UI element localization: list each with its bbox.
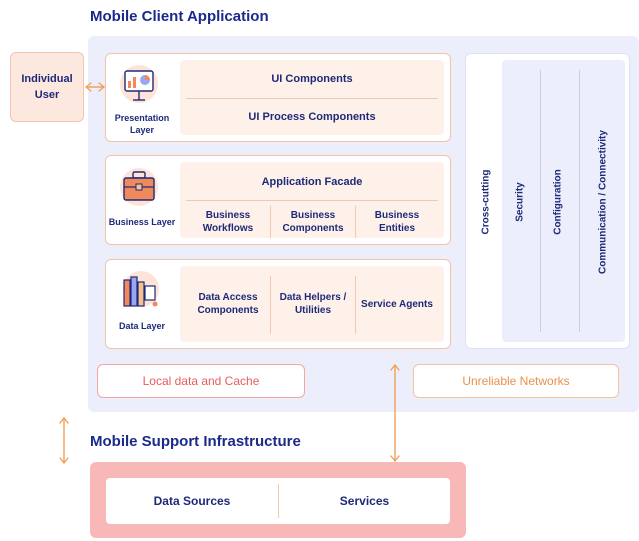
individual-user-box: Individual User xyxy=(10,52,84,122)
unreliable-networks-box: Unreliable Networks xyxy=(413,364,619,398)
infra-inner-box: Data Sources Services xyxy=(106,478,450,524)
divider xyxy=(186,200,438,201)
data-files-icon xyxy=(123,271,159,307)
data-components-area: Data Access Components Data Helpers / Ut… xyxy=(180,266,444,342)
business-layer-label: Business Layer xyxy=(108,217,176,227)
divider xyxy=(355,206,356,238)
briefcase-icon xyxy=(120,168,158,206)
application-facade-label: Application Facade xyxy=(261,176,363,188)
cross-cutting-box: Cross-cutting Security Configuration Com… xyxy=(465,53,630,349)
services-label: Services xyxy=(339,494,390,508)
local-data-cache-label: Local data and Cache xyxy=(142,374,260,388)
divider xyxy=(186,98,438,99)
divider xyxy=(579,70,580,332)
individual-user-label: Individual User xyxy=(21,73,73,101)
divider xyxy=(270,206,271,238)
presentation-layer: Presentation Layer UI Components UI Proc… xyxy=(105,53,451,142)
ui-process-components-label: UI Process Components xyxy=(248,111,376,123)
ui-components-label: UI Components xyxy=(271,73,353,85)
presentation-layer-label: Presentation Layer xyxy=(114,113,170,135)
business-entities-label: Business Entities xyxy=(374,210,420,234)
business-components-label: Business Components xyxy=(282,210,344,234)
data-helpers-label: Data Helpers / Utilities xyxy=(279,292,347,316)
divider xyxy=(270,276,271,334)
local-data-cache-box: Local data and Cache xyxy=(97,364,305,398)
divider xyxy=(355,276,356,334)
service-agents-label: Service Agents xyxy=(361,298,433,310)
network-to-services-arrow xyxy=(390,364,400,462)
presentation-board-icon xyxy=(120,65,158,103)
presentation-components-area: UI Components UI Process Components xyxy=(180,60,444,135)
business-workflows-label: Business Workflows xyxy=(202,210,254,234)
business-layer: Business Layer Application Facade Busine… xyxy=(105,155,451,245)
user-to-presentation-arrow xyxy=(85,82,105,92)
mobile-support-infrastructure-panel: Data Sources Services xyxy=(90,462,466,538)
data-access-components-label: Data Access Components xyxy=(197,292,259,316)
app-title: Mobile Client Application xyxy=(90,8,269,25)
business-components-area: Application Facade Business Workflows Bu… xyxy=(180,162,444,238)
divider xyxy=(278,484,279,518)
app-to-infra-arrow xyxy=(59,417,69,464)
divider xyxy=(540,70,541,332)
data-layer: Data Layer Data Access Components Data H… xyxy=(105,259,451,349)
cross-cutting-inner: Security Configuration Communication / C… xyxy=(502,60,625,342)
data-layer-label: Data Layer xyxy=(118,321,166,331)
data-sources-label: Data Sources xyxy=(153,494,231,508)
unreliable-networks-label: Unreliable Networks xyxy=(462,374,570,388)
infra-title: Mobile Support Infrastructure xyxy=(90,433,301,450)
